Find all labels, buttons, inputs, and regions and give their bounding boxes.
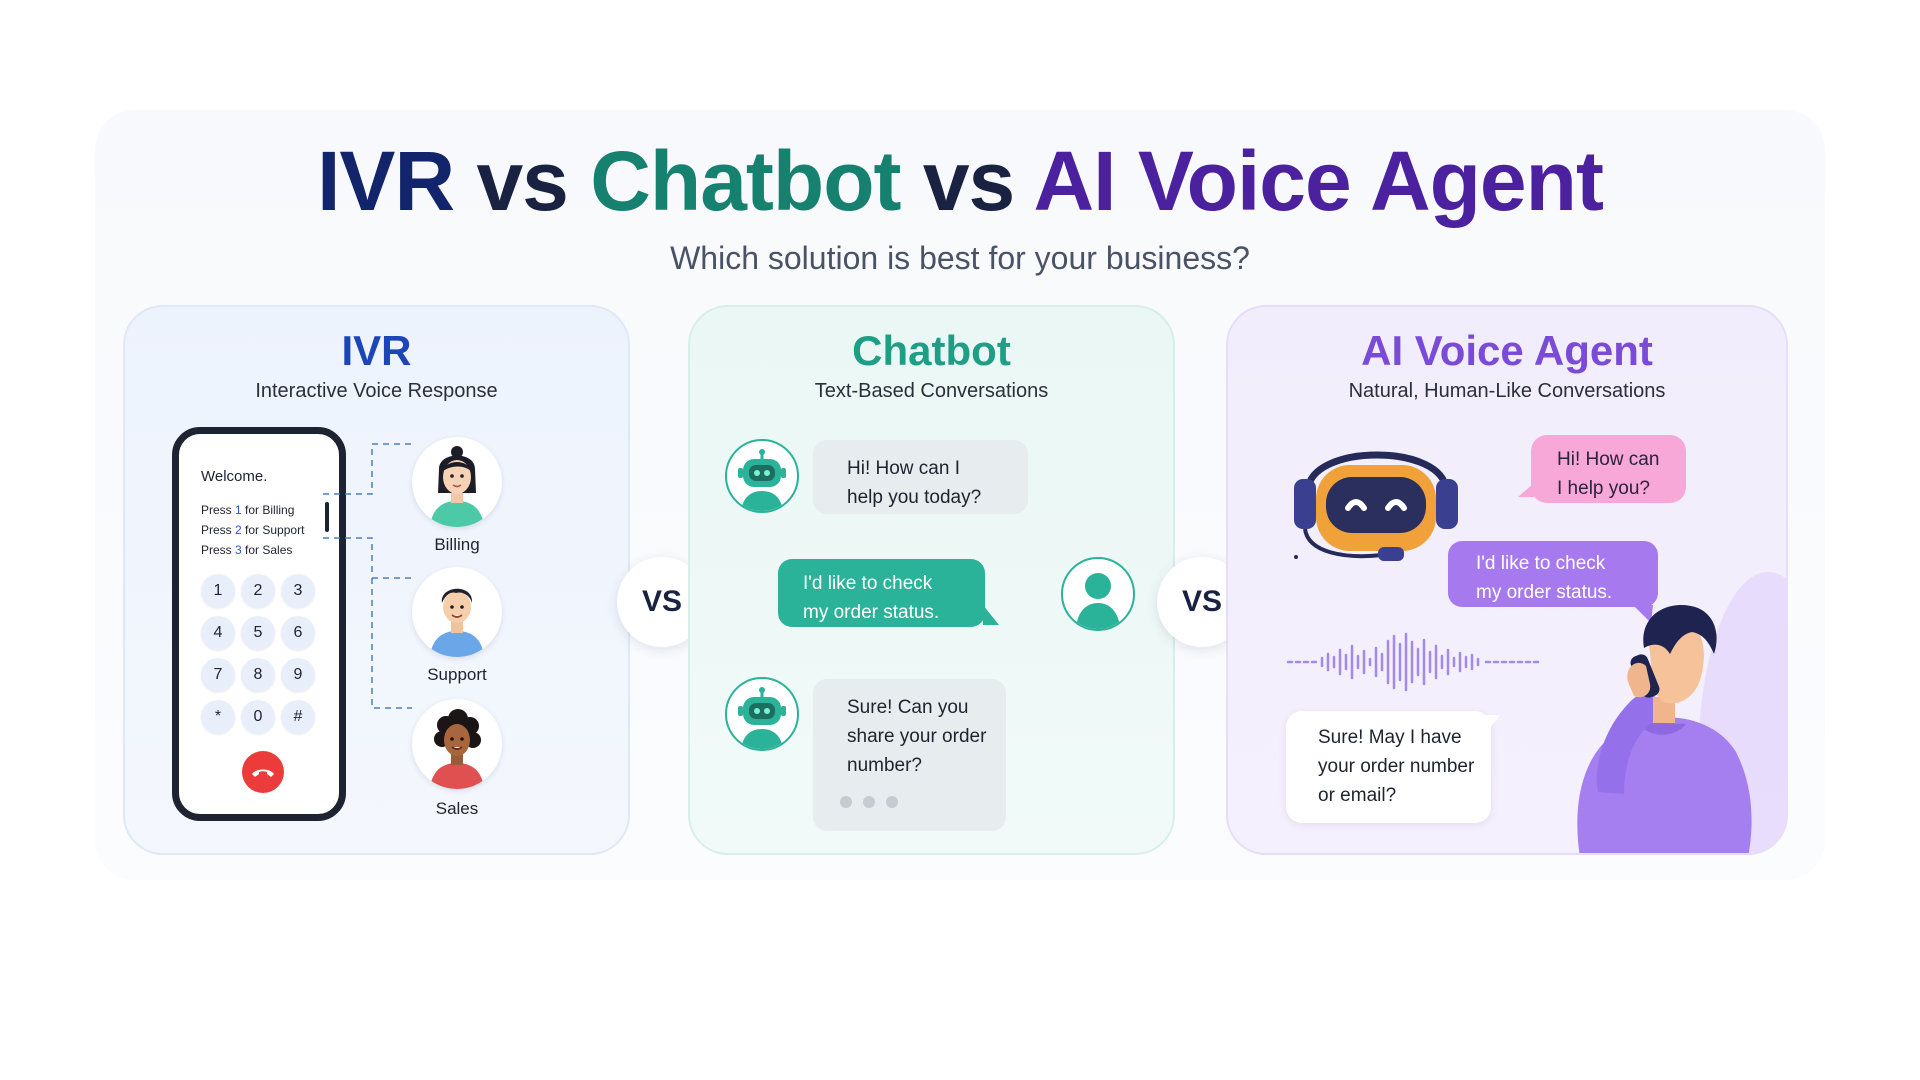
routing-lines: [323, 443, 412, 709]
keypad-key[interactable]: 9: [281, 658, 315, 692]
chatbot-card-subtitle: Text-Based Conversations: [814, 380, 1049, 402]
title-chatbot: Chatbot: [590, 134, 901, 228]
user-avatar: [1061, 557, 1135, 631]
keypad-key[interactable]: 8: [241, 658, 275, 692]
title-ai-voice-agent: AI Voice Agent: [1033, 134, 1604, 228]
phone-menu-item: Press 2 for Support: [201, 523, 305, 537]
bubble-tail: [1486, 715, 1500, 733]
keypad-key[interactable]: 1: [201, 574, 235, 608]
ai-message-user-request: I'd like to check my order status.: [1448, 541, 1658, 607]
ai-card-subtitle: Natural, Human-Like Conversations: [1348, 380, 1666, 402]
keypad-key[interactable]: #: [281, 700, 315, 734]
ai-robot-headset-icon: [1294, 451, 1458, 561]
phone-hangup-icon: [252, 769, 274, 777]
voice-waveform-icon: [1286, 632, 1543, 692]
chat-message-bot-greeting: Hi! How can I help you today?: [813, 440, 1028, 514]
ai-voice-agent-card: AI Voice Agent Natural, Human-Like Conve…: [1226, 305, 1788, 855]
subtitle: Which solution is best for your business…: [670, 240, 1250, 276]
title-vs: vs: [922, 134, 1015, 228]
department-label-support: Support: [427, 665, 487, 684]
department-label-sales: Sales: [435, 799, 479, 818]
chatbot-card-title: Chatbot: [852, 327, 1011, 374]
phone-menu-item: Press 1 for Billing: [201, 503, 295, 517]
keypad-key[interactable]: 2: [241, 574, 275, 608]
woman-curly-hair-agent-icon: [430, 709, 484, 789]
billing-agent-avatar: [412, 437, 502, 527]
man-agent-icon: [430, 588, 484, 657]
department-label-billing: Billing: [434, 535, 480, 554]
robot-icon: [738, 687, 786, 749]
woman-agent-icon: [430, 446, 484, 527]
phone-side-button: [325, 502, 329, 532]
bubble-tail: [1518, 483, 1534, 497]
bubble-tail: [1633, 605, 1653, 623]
keypad-key[interactable]: 5: [241, 616, 275, 650]
keypad-key[interactable]: 0: [241, 700, 275, 734]
title-vs: vs: [476, 134, 568, 228]
sales-agent-avatar: [412, 699, 502, 789]
phone-menu: Press 1 for Billing Press 2 for Support …: [201, 500, 304, 560]
support-agent-avatar: [412, 567, 502, 657]
robot-icon: [738, 449, 786, 511]
keypad-key[interactable]: 6: [281, 616, 315, 650]
keypad-key[interactable]: 4: [201, 616, 235, 650]
keypad-key[interactable]: *: [201, 700, 235, 734]
end-call-button[interactable]: [242, 751, 284, 793]
chatbot-card: Chatbot Text-Based Conversations Hi! How…: [688, 305, 1175, 855]
typing-indicator: [840, 788, 909, 817]
robot-avatar: [725, 677, 799, 751]
ivr-card-title: IVR: [341, 327, 412, 374]
main-title: IVR vs Chatbot vs AI Voice Agent: [0, 135, 1920, 227]
phone-menu-item: Press 3 for Sales: [201, 543, 293, 557]
ivr-card-subtitle: Interactive Voice Response: [255, 380, 498, 402]
title-ivr: IVR: [317, 134, 455, 228]
phone-welcome-text: Welcome.: [201, 468, 268, 485]
user-silhouette-icon: [1076, 573, 1120, 629]
chat-message-user-request: I'd like to check my order status.: [778, 559, 985, 627]
phone-illustration: Welcome. Press 1 for Billing Press 2 for…: [172, 427, 346, 821]
ai-message-greeting: Hi! How can I help you?: [1531, 435, 1686, 503]
ivr-card: IVR Interactive Voice Response Welcome. …: [123, 305, 630, 855]
keypad-key[interactable]: 7: [201, 658, 235, 692]
ai-card-title: AI Voice Agent: [1361, 327, 1653, 374]
person-on-phone-illustration: [1577, 572, 1786, 853]
keypad-key[interactable]: 3: [281, 574, 315, 608]
chat-message-bot-reply: Sure! Can you share your order number?: [813, 679, 1006, 831]
ai-message-reply: Sure! May I have your order number or em…: [1286, 711, 1491, 823]
bubble-tail: [983, 605, 999, 625]
robot-avatar: [725, 439, 799, 513]
